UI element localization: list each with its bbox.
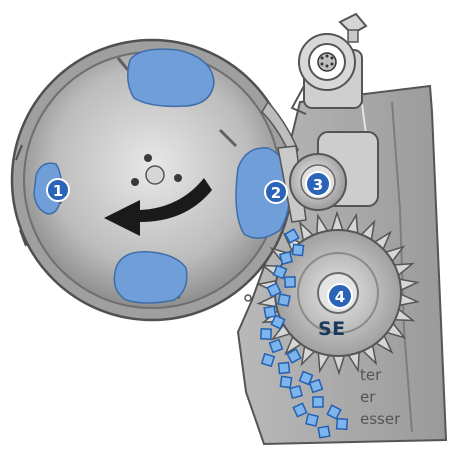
callout-1: 1 xyxy=(47,179,69,201)
product-chunk xyxy=(306,414,318,426)
motor-housing xyxy=(292,14,366,114)
product-chunk xyxy=(278,294,290,306)
product-chunk xyxy=(270,340,283,353)
product-chunk xyxy=(313,397,323,407)
cutoff-line-1: ter xyxy=(360,366,381,384)
callout-1-number: 1 xyxy=(53,182,63,200)
product-chunk xyxy=(337,419,348,430)
callout-2: 2 xyxy=(265,181,287,203)
product-chunk xyxy=(264,306,276,318)
callout-4-number: 4 xyxy=(335,288,345,306)
product-chunk xyxy=(318,426,330,438)
cutoff-heading: SE xyxy=(318,318,346,340)
cutoff-line-3: esser xyxy=(360,410,400,428)
callout-2-number: 2 xyxy=(271,184,281,202)
callout-3-number: 3 xyxy=(313,176,323,194)
callout-3: 3 xyxy=(306,172,330,196)
product-chunk xyxy=(261,329,272,340)
cutoff-line-2: er xyxy=(360,388,375,406)
callout-4: 4 xyxy=(328,284,352,308)
product-chunk xyxy=(280,376,291,387)
product-chunk xyxy=(290,386,302,398)
product-chunk xyxy=(310,380,323,393)
product-chunk xyxy=(292,244,303,255)
product-chunk xyxy=(262,354,274,366)
product-chunk xyxy=(280,252,292,264)
product-chunk xyxy=(279,363,290,374)
product-chunk xyxy=(285,277,295,287)
